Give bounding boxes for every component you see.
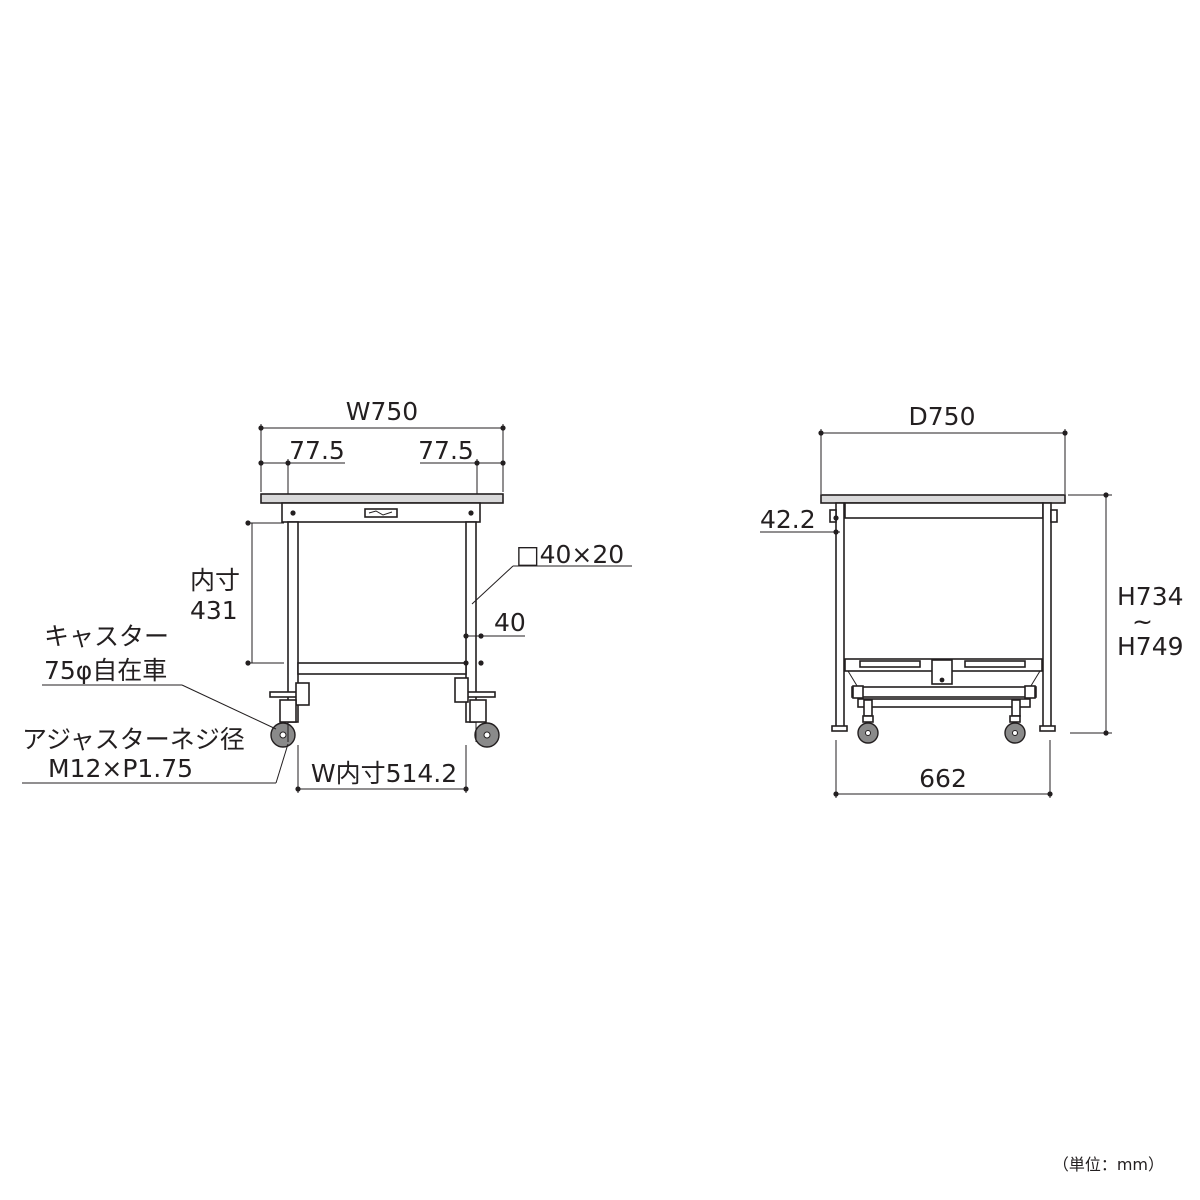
depth-label: D750 xyxy=(909,402,976,431)
adjuster-label-line1: アジャスターネジ径 xyxy=(22,725,245,754)
rail-height-dimension: 40 xyxy=(463,608,526,666)
inner-height-value: 431 xyxy=(190,596,238,625)
width-label: W750 xyxy=(346,397,418,426)
inner-width-label: W内寸514.2 xyxy=(311,759,457,788)
side-table-top xyxy=(820,494,1066,504)
leg-span-label: 662 xyxy=(919,764,967,793)
caster-label-line2: 75φ自在車 xyxy=(44,656,167,685)
side-left-caster xyxy=(857,715,879,744)
adjuster-callout: アジャスターネジ径 M12×P1.75 xyxy=(22,725,289,784)
side-right-caster xyxy=(1004,715,1026,744)
right-caster xyxy=(454,677,500,748)
height-dimension: H734 ~ H749 xyxy=(1068,492,1184,736)
caster-label-line1: キャスター xyxy=(44,622,169,651)
top-offset-dimension: 42.2 xyxy=(760,505,840,535)
frame-section-callout: □40×20 xyxy=(471,540,632,605)
left-caster xyxy=(269,682,310,748)
side-top-rail xyxy=(844,502,1044,519)
apron xyxy=(281,502,481,523)
height-min-label: H734 xyxy=(1117,582,1184,611)
front-view: W750 77.5 77.5 xyxy=(22,397,632,793)
inner-width-dimension: W内寸514.2 xyxy=(295,745,469,793)
adjuster-label-line2: M12×P1.75 xyxy=(48,754,193,783)
width-dimension: W750 xyxy=(258,397,506,492)
height-range-symbol: ~ xyxy=(1132,607,1153,636)
depth-dimension: D750 xyxy=(818,402,1068,494)
inner-height-label: 内寸 xyxy=(190,566,240,595)
offset-dimensions: 77.5 77.5 xyxy=(258,436,506,500)
height-max-label: H749 xyxy=(1117,632,1184,661)
side-view: D750 42.2 xyxy=(760,402,1184,798)
lower-stretcher xyxy=(297,662,467,675)
inner-height-dimension: 内寸 431 xyxy=(190,520,284,666)
unit-note: （単位：mm） xyxy=(1053,1155,1164,1174)
right-offset-label: 77.5 xyxy=(418,436,474,465)
side-lower-assembly xyxy=(844,658,1043,717)
left-offset-label: 77.5 xyxy=(289,436,345,465)
table-top xyxy=(260,493,504,504)
leg-span-dimension: 662 xyxy=(833,740,1053,798)
top-offset-label: 42.2 xyxy=(760,505,816,534)
side-right-leg xyxy=(1042,502,1052,729)
side-left-leg xyxy=(835,502,845,729)
frame-section-label: □40×20 xyxy=(516,540,624,569)
caster-callout: キャスター 75φ自在車 xyxy=(42,622,277,730)
rail-height-label: 40 xyxy=(494,608,526,637)
